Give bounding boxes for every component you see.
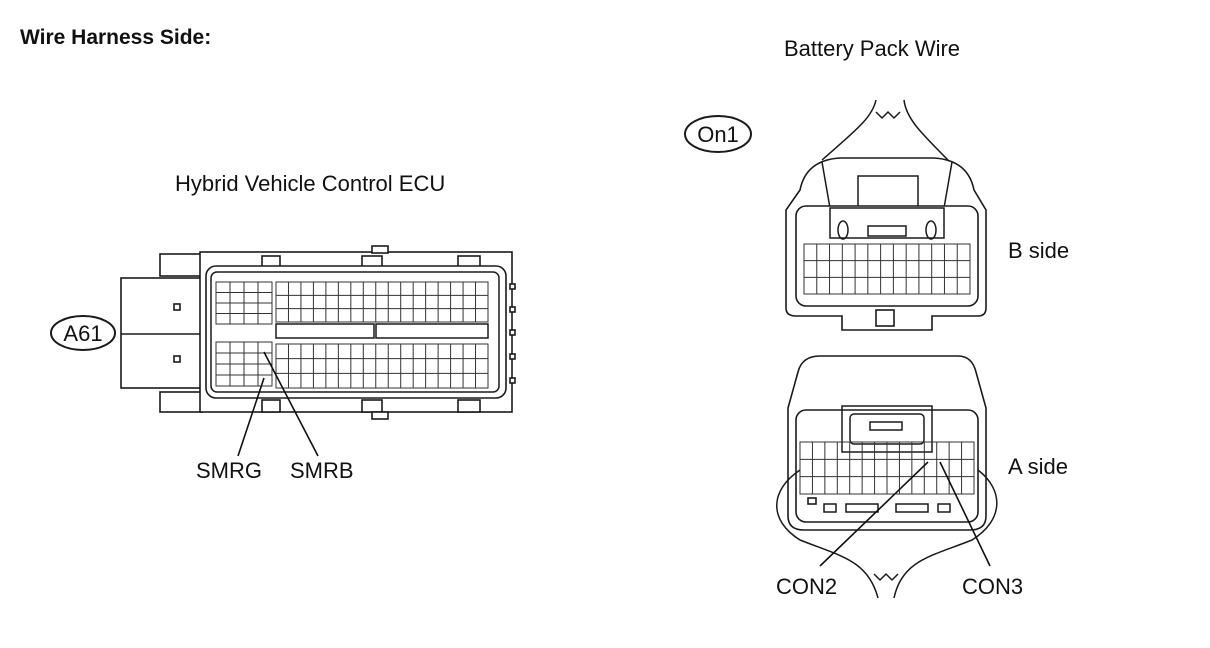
a-side-connector: [787, 355, 987, 531]
pin-label-con2: CON2: [776, 574, 837, 599]
ecu-rear-plug: [120, 277, 204, 389]
a-side-label: A side: [1008, 454, 1068, 479]
ecu-face: [205, 265, 507, 399]
top-wire-bundle: [821, 99, 949, 161]
ecu-connector: [120, 245, 516, 420]
battery-connector-code-text: On1: [697, 122, 739, 147]
con3-leader-line: [939, 461, 991, 567]
ecu-connector-code-text: A61: [63, 321, 102, 346]
smrb-leader-line: [263, 351, 319, 457]
ecu-connector-code: A61: [50, 315, 116, 351]
page-heading: Wire Harness Side:: [20, 26, 211, 49]
b-side-connector: [785, 157, 987, 331]
pin-label-smrb: SMRB: [290, 458, 354, 483]
battery-connector-code: On1: [684, 115, 752, 153]
smrg-leader-line: [237, 377, 265, 457]
b-side-label: B side: [1008, 238, 1069, 263]
pin-label-smrg: SMRG: [196, 458, 262, 483]
con2-leader-line: [819, 461, 929, 567]
ecu-title: Hybrid Vehicle Control ECU: [175, 171, 445, 196]
bottom-wire-bundle: [776, 469, 998, 599]
pin-label-con3: CON3: [962, 574, 1023, 599]
battery-title: Battery Pack Wire: [784, 36, 960, 61]
ecu-pin-grid: [215, 281, 489, 389]
